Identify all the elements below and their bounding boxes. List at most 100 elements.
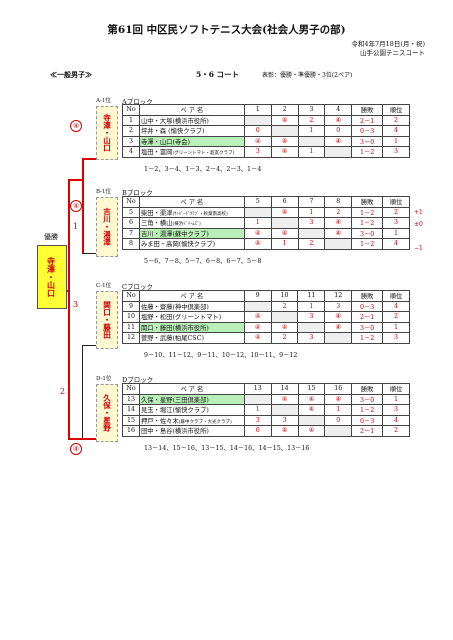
score-cell: 3 xyxy=(270,414,299,426)
table-row: 6 三角・横山(横浜ﾄﾞﾘｰﾑｽﾞ) 1 3 ④ 1－2 3 xyxy=(122,217,410,229)
win-loss: 3－0 xyxy=(351,135,384,147)
score-cell xyxy=(297,227,326,239)
block-c-name: Cブロック xyxy=(122,283,153,291)
pair-no: 3 xyxy=(122,135,140,147)
pair-no: 16 xyxy=(122,425,140,437)
col-header: No xyxy=(122,104,140,116)
pair-no: 8 xyxy=(122,238,140,250)
block-d-seed: D-1位 xyxy=(96,376,112,382)
pair-no: 7 xyxy=(122,227,140,239)
win-loss: 1－2 xyxy=(351,404,384,416)
score-cell: 1 xyxy=(324,404,353,416)
win-loss: 1－2 xyxy=(351,332,384,344)
block-d-winner: 久保・星野 xyxy=(96,384,118,442)
col-header: 順位 xyxy=(382,104,410,116)
score-cell xyxy=(270,404,299,416)
table-row: 5 柴田・渠津(ｻﾝﾊﾞｰﾄﾞｸﾗﾌﾞ・秋葉南高校) ④ 1 2 1－2 2 xyxy=(122,206,410,218)
score-cell: 1 xyxy=(270,238,299,250)
col-header: 2 xyxy=(270,104,299,116)
score-cell xyxy=(243,300,272,312)
score-cell: 1 xyxy=(297,146,326,158)
block-b-winner: 吉川・湯澤 xyxy=(96,197,118,257)
bracket-line xyxy=(82,253,96,254)
rank: 3 xyxy=(382,404,410,416)
pair-name: 久保・星野(三田倶楽部) xyxy=(138,393,245,405)
pair-no: 6 xyxy=(122,217,140,229)
col-header: No xyxy=(122,383,140,395)
score-cell: ④ xyxy=(297,393,326,405)
rank: 1 xyxy=(382,227,410,239)
col-header: 9 xyxy=(243,290,272,302)
pair-no: 2 xyxy=(122,125,140,137)
block-b-side-note: −1 xyxy=(414,245,423,252)
rank: 1 xyxy=(382,135,410,147)
score-cell xyxy=(270,217,299,229)
block-d-winner-score: ④ xyxy=(70,443,82,455)
rank: 4 xyxy=(382,238,410,250)
score-cell xyxy=(324,238,353,250)
col-header: 順位 xyxy=(382,196,410,208)
pair-name: 押戸・佐々木(蘇中クラブ・大光クラブ) xyxy=(138,414,245,426)
win-loss: 1－2 xyxy=(351,206,384,218)
rank: 3 xyxy=(382,217,410,229)
score-cell: ④ xyxy=(324,393,353,405)
table-row: 11 関口・藤田(横浜市役所) ④ ④ ④ 3－0 1 xyxy=(122,321,410,333)
pair-name: 山中・大塚(横浜市役所) xyxy=(138,114,245,126)
score-cell: 1 xyxy=(297,300,326,312)
block-a-order: 1－2、3－4、1－3、2－4、2－3、1－4 xyxy=(144,166,262,173)
block-d-name: Dブロック xyxy=(122,376,154,384)
final-score: 1 xyxy=(73,222,79,231)
bracket-line xyxy=(82,345,96,346)
win-loss: 0－3 xyxy=(351,125,384,137)
block-c-table: No ペ ア 名 9 10 11 12 勝敗 順位 9 佐藤・齋藤(神中倶楽部)… xyxy=(122,290,410,344)
score-cell: 1 xyxy=(297,206,326,218)
score-cell xyxy=(270,125,299,137)
score-cell xyxy=(243,393,272,405)
pair-name: 塩田・冨岡(グリーントマト・超友クラブ) xyxy=(138,146,245,158)
col-header: 15 xyxy=(297,383,326,395)
pair-no: 12 xyxy=(122,332,140,344)
pair-no: 13 xyxy=(122,393,140,405)
pair-no: 15 xyxy=(122,414,140,426)
win-loss: 2－1 xyxy=(351,425,384,437)
score-cell: ④ xyxy=(270,227,299,239)
score-cell: 0 xyxy=(324,125,353,137)
win-loss: 2－1 xyxy=(351,311,384,323)
pair-name: 関口・藤田(横浜市役所) xyxy=(138,321,245,333)
score-cell xyxy=(324,332,353,344)
block-a-winner: 寺澤・山口 xyxy=(96,106,118,160)
score-cell: ④ xyxy=(270,146,299,158)
block-d-order: 13－14、15－16、13－15、14－16、14－15、13－16 xyxy=(144,445,310,452)
score-cell: ④ xyxy=(243,135,272,147)
block-a-name: Aブロック xyxy=(122,98,153,106)
bracket-line xyxy=(82,158,84,254)
score-cell: ④ xyxy=(324,114,353,126)
col-header: 11 xyxy=(297,290,326,302)
rank: 2 xyxy=(382,114,410,126)
col-header: 14 xyxy=(270,383,299,395)
block-c-seed: C-1位 xyxy=(96,283,112,289)
win-loss: 2－1 xyxy=(351,114,384,126)
rank: 1 xyxy=(382,321,410,333)
col-header: 勝敗 xyxy=(351,104,384,116)
block-a-header-row: No ペ ア 名 1 2 3 4 勝敗 順位 xyxy=(122,104,410,116)
award-legend: 表彰：優勝・準優勝・3位(2ペア) xyxy=(262,72,353,79)
table-row: 16 田中・島谷(横浜市役所) 0 ④ ④ 2－1 2 xyxy=(122,425,410,437)
pair-name: 菅野・武藤(柏尾CSC) xyxy=(138,332,245,344)
col-header: ペ ア 名 xyxy=(138,383,245,395)
score-cell: 1 xyxy=(243,217,272,229)
table-row: 8 みま田・高岡(愉快クラブ) ④ 1 2 1－2 4 xyxy=(122,238,410,250)
pair-name: 吉川・湯澤(蘇中クラブ) xyxy=(138,227,245,239)
win-loss: 0－3 xyxy=(351,300,384,312)
score-cell: ④ xyxy=(270,206,299,218)
win-loss: 0－3 xyxy=(351,414,384,426)
table-row: 2 坪井・森 (愉快クラブ) 0 1 0 0－3 4 xyxy=(122,125,410,137)
score-cell xyxy=(297,321,326,333)
block-d-header-row: No ペ ア 名 13 14 15 16 勝敗 順位 xyxy=(122,383,410,395)
table-row: 7 吉川・湯澤(蘇中クラブ) ④ ④ ④ 3－0 1 xyxy=(122,227,410,239)
pair-no: 9 xyxy=(122,300,140,312)
pair-name: 三角・横山(横浜ﾄﾞﾘｰﾑｽﾞ) xyxy=(138,217,245,229)
col-header: 順位 xyxy=(382,383,410,395)
col-header: 16 xyxy=(324,383,353,395)
score-cell: ④ xyxy=(297,425,326,437)
